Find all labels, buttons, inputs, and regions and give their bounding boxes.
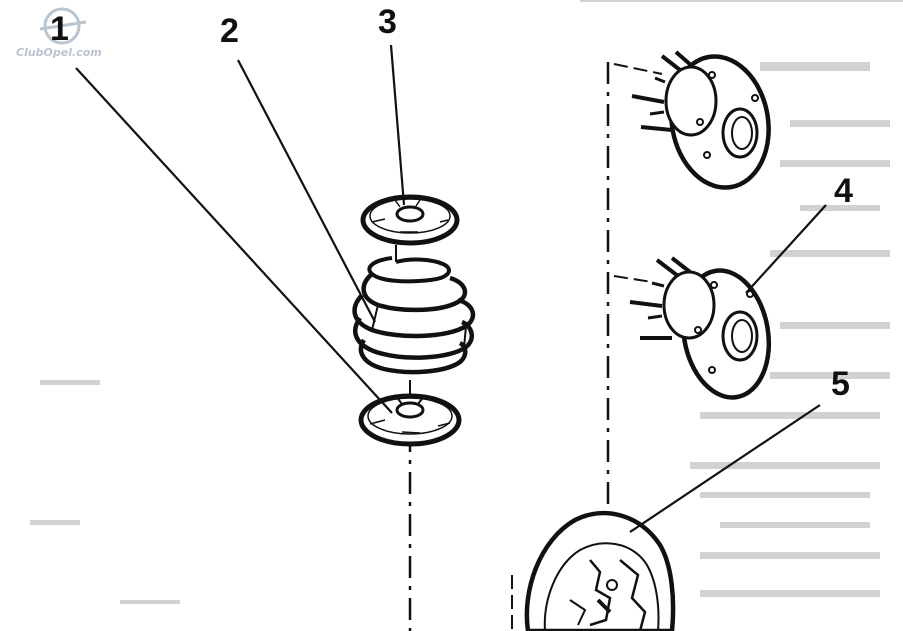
center-axis-line bbox=[395, 245, 412, 631]
leader-line-3 bbox=[389, 44, 406, 206]
callout-1: 1 bbox=[50, 10, 69, 48]
callout-5: 5 bbox=[831, 365, 850, 403]
leader-line-5 bbox=[629, 404, 821, 533]
leader-lines bbox=[75, 44, 827, 533]
lower-spring-seat bbox=[358, 393, 462, 447]
bleed-through-marks bbox=[30, 0, 903, 604]
leader-line-4 bbox=[745, 204, 827, 294]
brake-backing-plate bbox=[524, 510, 676, 631]
wheel-hub-assembly-upper bbox=[631, 50, 771, 190]
watermark-logo: ClubOpel.com bbox=[16, 7, 102, 59]
callout-labels: 1 2 3 4 5 bbox=[50, 3, 853, 403]
upper-spring-seat bbox=[360, 194, 460, 246]
watermark-emblem-icon bbox=[39, 7, 87, 45]
callout-3: 3 bbox=[378, 3, 397, 41]
callout-2: 2 bbox=[220, 12, 239, 50]
watermark-text: ClubOpel.com bbox=[16, 46, 102, 59]
wheel-hub-assembly-lower bbox=[629, 256, 772, 400]
leader-line-1 bbox=[75, 67, 393, 414]
leader-line-2 bbox=[237, 59, 376, 323]
callout-4: 4 bbox=[834, 172, 853, 210]
coil-spring bbox=[352, 256, 476, 375]
